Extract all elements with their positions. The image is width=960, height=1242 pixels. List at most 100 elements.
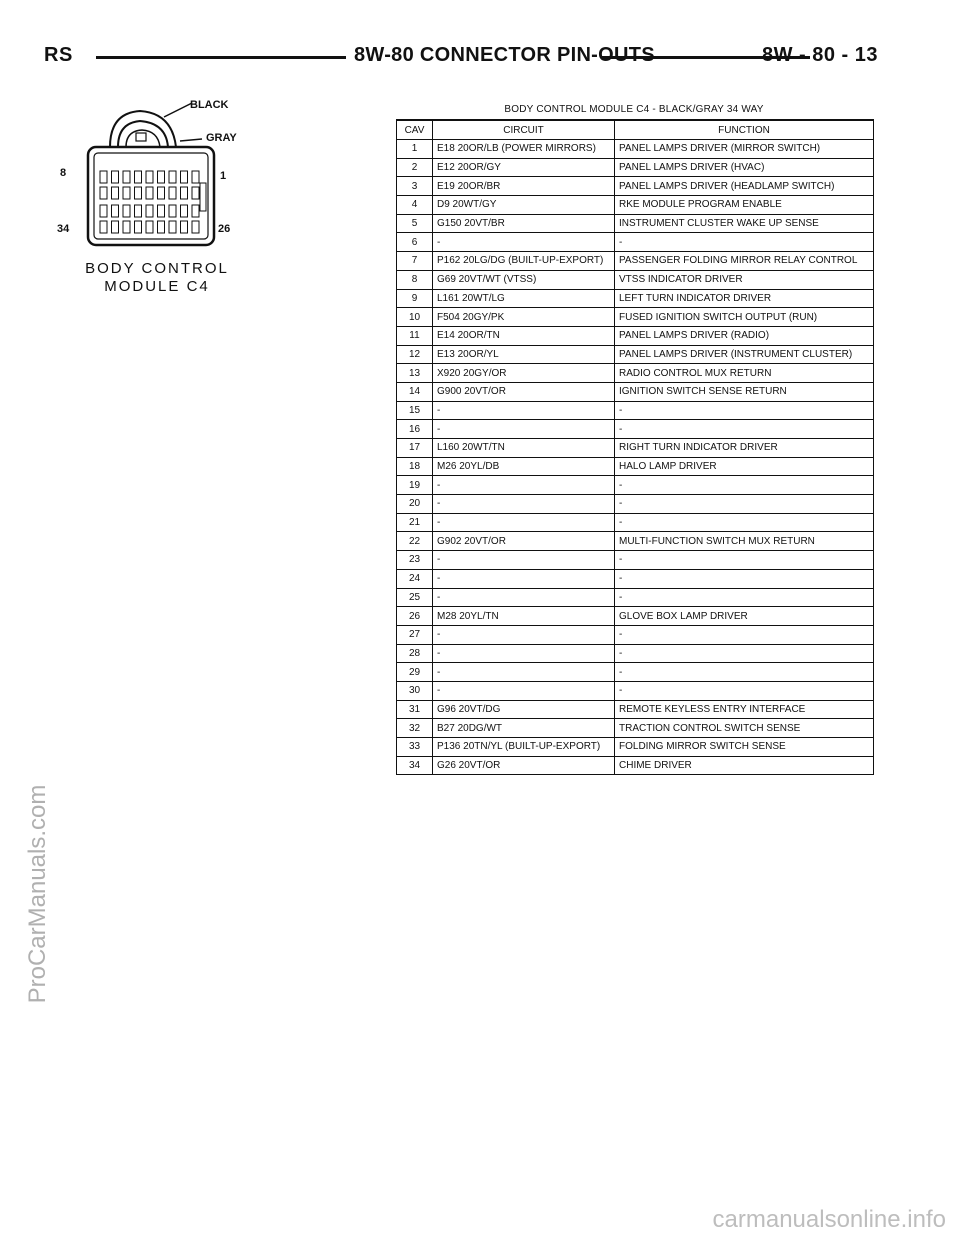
cell-function: FOLDING MIRROR SWITCH SENSE (614, 737, 874, 757)
table-row: 19-- (396, 475, 874, 496)
pin-cavity (191, 204, 200, 218)
pin-cavity (99, 204, 108, 218)
cell-circuit: M26 20YL/DB (432, 456, 615, 477)
table-row: 30-- (396, 680, 874, 701)
header-rule-left (96, 56, 346, 59)
cell-cav: 18 (396, 456, 433, 477)
cell-circuit: - (432, 512, 615, 533)
cell-cav: 2 (396, 157, 433, 178)
pin-cavity (157, 186, 165, 200)
section-code: RS (44, 44, 73, 66)
cell-function: RKE MODULE PROGRAM ENABLE (614, 195, 874, 215)
cell-function: MULTI-FUNCTION SWITCH MUX RETURN (614, 531, 874, 552)
cell-function: LEFT TURN INDICATOR DRIVER (614, 288, 874, 309)
pin-label-26: 26 (218, 223, 231, 235)
cell-circuit: - (432, 232, 615, 253)
pin-cavity (99, 170, 108, 184)
pin-cavity (157, 170, 165, 184)
pin-cavity (122, 204, 131, 218)
module-label-line2: MODULE C4 (104, 278, 210, 295)
table-row: 6-- (396, 232, 874, 253)
column-header-circuit: CIRCUIT (432, 119, 615, 140)
cell-function: - (614, 680, 874, 701)
table-row: 25-- (396, 587, 874, 608)
pin-cavity (134, 220, 142, 234)
table-row: 23-- (396, 550, 874, 570)
pin-cavity (180, 170, 188, 184)
pin-label-34: 34 (57, 223, 70, 235)
cell-circuit: G96 20VT/DG (432, 699, 615, 720)
cell-cav: 7 (396, 251, 433, 271)
cell-cav: 11 (396, 325, 433, 346)
table-row: 27-- (396, 624, 874, 645)
cell-circuit: - (432, 587, 615, 608)
column-header-function: FUNCTION (614, 119, 874, 140)
cell-circuit: - (432, 494, 615, 514)
callout-black: BLACK (190, 99, 229, 111)
pin-cavity (191, 186, 200, 200)
pin-cavity (145, 186, 154, 200)
cell-cav: 17 (396, 438, 433, 458)
pin-cavity (134, 186, 142, 200)
pin-cavity (111, 220, 119, 234)
cell-circuit: P136 20TN/YL (BUILT-UP-EXPORT) (432, 737, 615, 757)
callout-gray: GRAY (206, 132, 237, 144)
cell-circuit: D9 20WT/GY (432, 195, 615, 215)
cell-circuit: E19 20OR/BR (432, 176, 615, 197)
cell-cav: 14 (396, 381, 433, 402)
table-header-row: CAV CIRCUIT FUNCTION (396, 119, 874, 140)
cell-circuit: L160 20WT/TN (432, 438, 615, 458)
cell-circuit: - (432, 624, 615, 645)
cell-function: PANEL LAMPS DRIVER (HEADLAMP SWITCH) (614, 176, 874, 197)
cell-circuit: - (432, 662, 615, 682)
cell-circuit: G69 20VT/WT (VTSS) (432, 269, 615, 290)
cell-function: - (614, 512, 874, 533)
pin-cavity (145, 220, 154, 234)
pin-cavity (168, 220, 177, 234)
cell-cav: 10 (396, 307, 433, 327)
cell-cav: 25 (396, 587, 433, 608)
pin-label-1: 1 (220, 170, 227, 182)
cell-cav: 28 (396, 643, 433, 664)
cell-function: PASSENGER FOLDING MIRROR RELAY CONTROL (614, 251, 874, 271)
cell-cav: 26 (396, 606, 433, 626)
cell-circuit: P162 20LG/DG (BUILT-UP-EXPORT) (432, 251, 615, 271)
cell-function: PANEL LAMPS DRIVER (INSTRUMENT CLUSTER) (614, 344, 874, 365)
pin-cavity (168, 170, 177, 184)
pin-cavity (145, 170, 154, 184)
cell-function: TRACTION CONTROL SWITCH SENSE (614, 718, 874, 738)
cell-cav: 1 (396, 139, 433, 159)
table-row: 21-- (396, 512, 874, 533)
cell-cav: 8 (396, 269, 433, 290)
page-header: RS 8W-80 CONNECTOR PIN-OUTS 8W - 80 - 13 (44, 44, 878, 78)
connector-face-drawing (86, 102, 216, 247)
cell-circuit: G150 20VT/BR (432, 213, 615, 234)
cell-function: - (614, 400, 874, 421)
pin-cavity (180, 204, 188, 218)
table-row: 28-- (396, 643, 874, 664)
cell-function: - (614, 568, 874, 589)
cell-function: RADIO CONTROL MUX RETURN (614, 363, 874, 383)
cell-function: - (614, 550, 874, 570)
cell-function: - (614, 643, 874, 664)
cell-cav: 22 (396, 531, 433, 552)
cell-function: - (614, 494, 874, 514)
pin-cavity (122, 186, 131, 200)
pin-cavity (191, 220, 200, 234)
cell-function: PANEL LAMPS DRIVER (HVAC) (614, 157, 874, 178)
cell-cav: 33 (396, 737, 433, 757)
cell-cav: 24 (396, 568, 433, 589)
cell-function: INSTRUMENT CLUSTER WAKE UP SENSE (614, 213, 874, 234)
